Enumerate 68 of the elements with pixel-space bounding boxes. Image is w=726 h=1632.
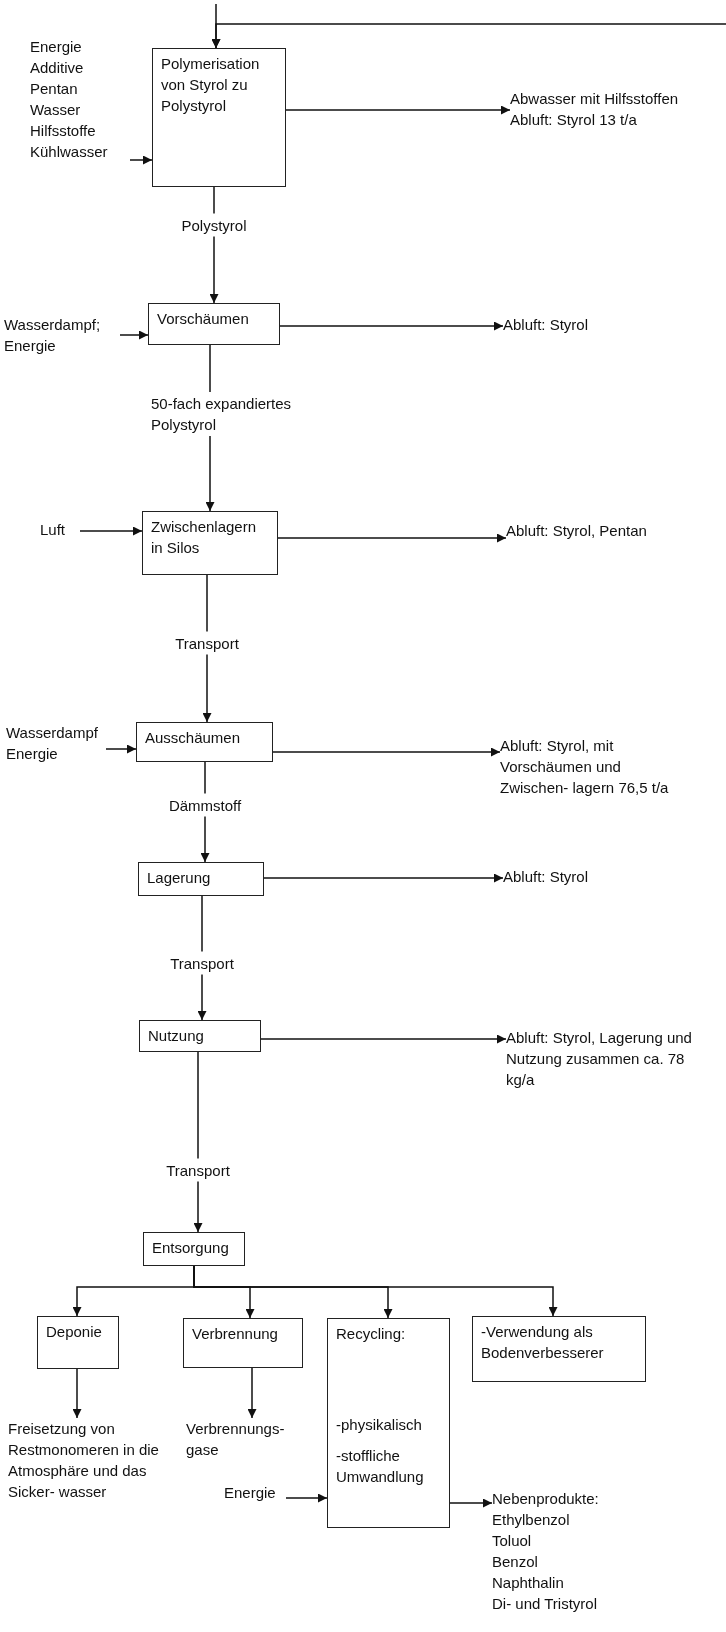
arrow <box>211 3 221 49</box>
process-box <box>183 1318 303 1368</box>
flow-text: Verbrennungs- gase <box>186 1419 286 1460</box>
flow-text: Di- und Tristyrol <box>492 1594 599 1614</box>
flow-text: Abluft: Styrol, mit Vorschäumen und Zwischen- lagern 76,5 t/a <box>500 736 670 798</box>
flow-text: Benzol <box>492 1552 539 1572</box>
flow-text: Abwasser mit Hilfsstoffen <box>510 89 680 109</box>
process-box <box>142 511 278 575</box>
process-box <box>152 48 286 187</box>
arrow <box>193 1265 558 1317</box>
flow-text: Abluft: Styrol, Lagerung und Nutzung zusammen ca. 78 kg/a <box>506 1028 693 1090</box>
flow-text: Kühlwasser <box>30 142 109 162</box>
flow-text: Abluft: Styrol <box>503 867 590 887</box>
arrow <box>247 1367 257 1419</box>
process-box <box>138 862 264 896</box>
box-text: Deponie <box>46 1322 103 1342</box>
arrow <box>129 155 153 165</box>
flow-text: Naphthalin <box>492 1573 565 1593</box>
flow-text: Hilfsstoffe <box>30 121 97 141</box>
process-box <box>143 1232 245 1266</box>
process-box <box>148 303 280 345</box>
arrow <box>277 533 507 543</box>
arrow <box>279 321 504 331</box>
arrow <box>119 330 149 340</box>
flow-text: Luft <box>40 520 67 540</box>
edge-label: Transport <box>163 1158 233 1182</box>
flow-text: Additive <box>30 58 85 78</box>
arrow <box>272 747 501 757</box>
flow-text: Energie <box>224 1483 277 1503</box>
arrow <box>260 1034 507 1044</box>
process-box <box>472 1316 646 1382</box>
flow-text: Abluft: Styrol, Pentan <box>506 521 648 541</box>
arrow <box>285 105 511 115</box>
edge-label: Transport <box>167 951 237 975</box>
box-text: -stoffliche Umwandlung <box>336 1446 425 1487</box>
box-text: -physikalisch <box>336 1415 423 1435</box>
process-box <box>136 722 273 762</box>
arrow <box>79 526 143 536</box>
flow-text: Nebenprodukte: <box>492 1489 600 1509</box>
box-text: Nutzung <box>148 1026 205 1046</box>
box-text: Recycling: <box>336 1324 407 1344</box>
arrow <box>263 873 504 883</box>
flow-text: Toluol <box>492 1531 533 1551</box>
box-text: Lagerung <box>147 868 212 888</box>
process-box <box>37 1316 119 1369</box>
flow-text: Ethylbenzol <box>492 1510 571 1530</box>
arrow <box>105 744 137 754</box>
arrow <box>72 1368 82 1419</box>
flow-text: Pentan <box>30 79 79 99</box>
box-text: Zwischenlagern in Silos <box>151 517 258 558</box>
box-text: -Verwendung als Bodenverbesserer <box>481 1322 605 1363</box>
box-text: Entsorgung <box>152 1238 230 1258</box>
flow-text: Wasserdampf; Energie <box>4 315 102 356</box>
flow-text: Energie <box>30 37 83 57</box>
arrow <box>449 1498 493 1508</box>
arrow <box>285 1493 328 1503</box>
flow-text: Abluft: Styrol 13 t/a <box>510 110 638 130</box>
flow-text: Wasser <box>30 100 82 120</box>
box-text: Verbrennung <box>192 1324 279 1344</box>
process-box <box>327 1318 450 1528</box>
process-box <box>139 1020 261 1052</box>
box-text: Vorschäumen <box>157 309 250 329</box>
flow-text: Freisetzung von Restmonomeren in die Atmosphäre und das Sicker- wasser <box>8 1419 160 1502</box>
flow-text: Abluft: Styrol <box>503 315 590 335</box>
box-text: Polymerisation von Styrol zu Polystyrol <box>161 54 261 116</box>
edge-label: Transport <box>172 631 242 655</box>
box-text: Ausschäumen <box>145 728 242 748</box>
flow-text: Wasserdampf Energie <box>6 723 99 764</box>
